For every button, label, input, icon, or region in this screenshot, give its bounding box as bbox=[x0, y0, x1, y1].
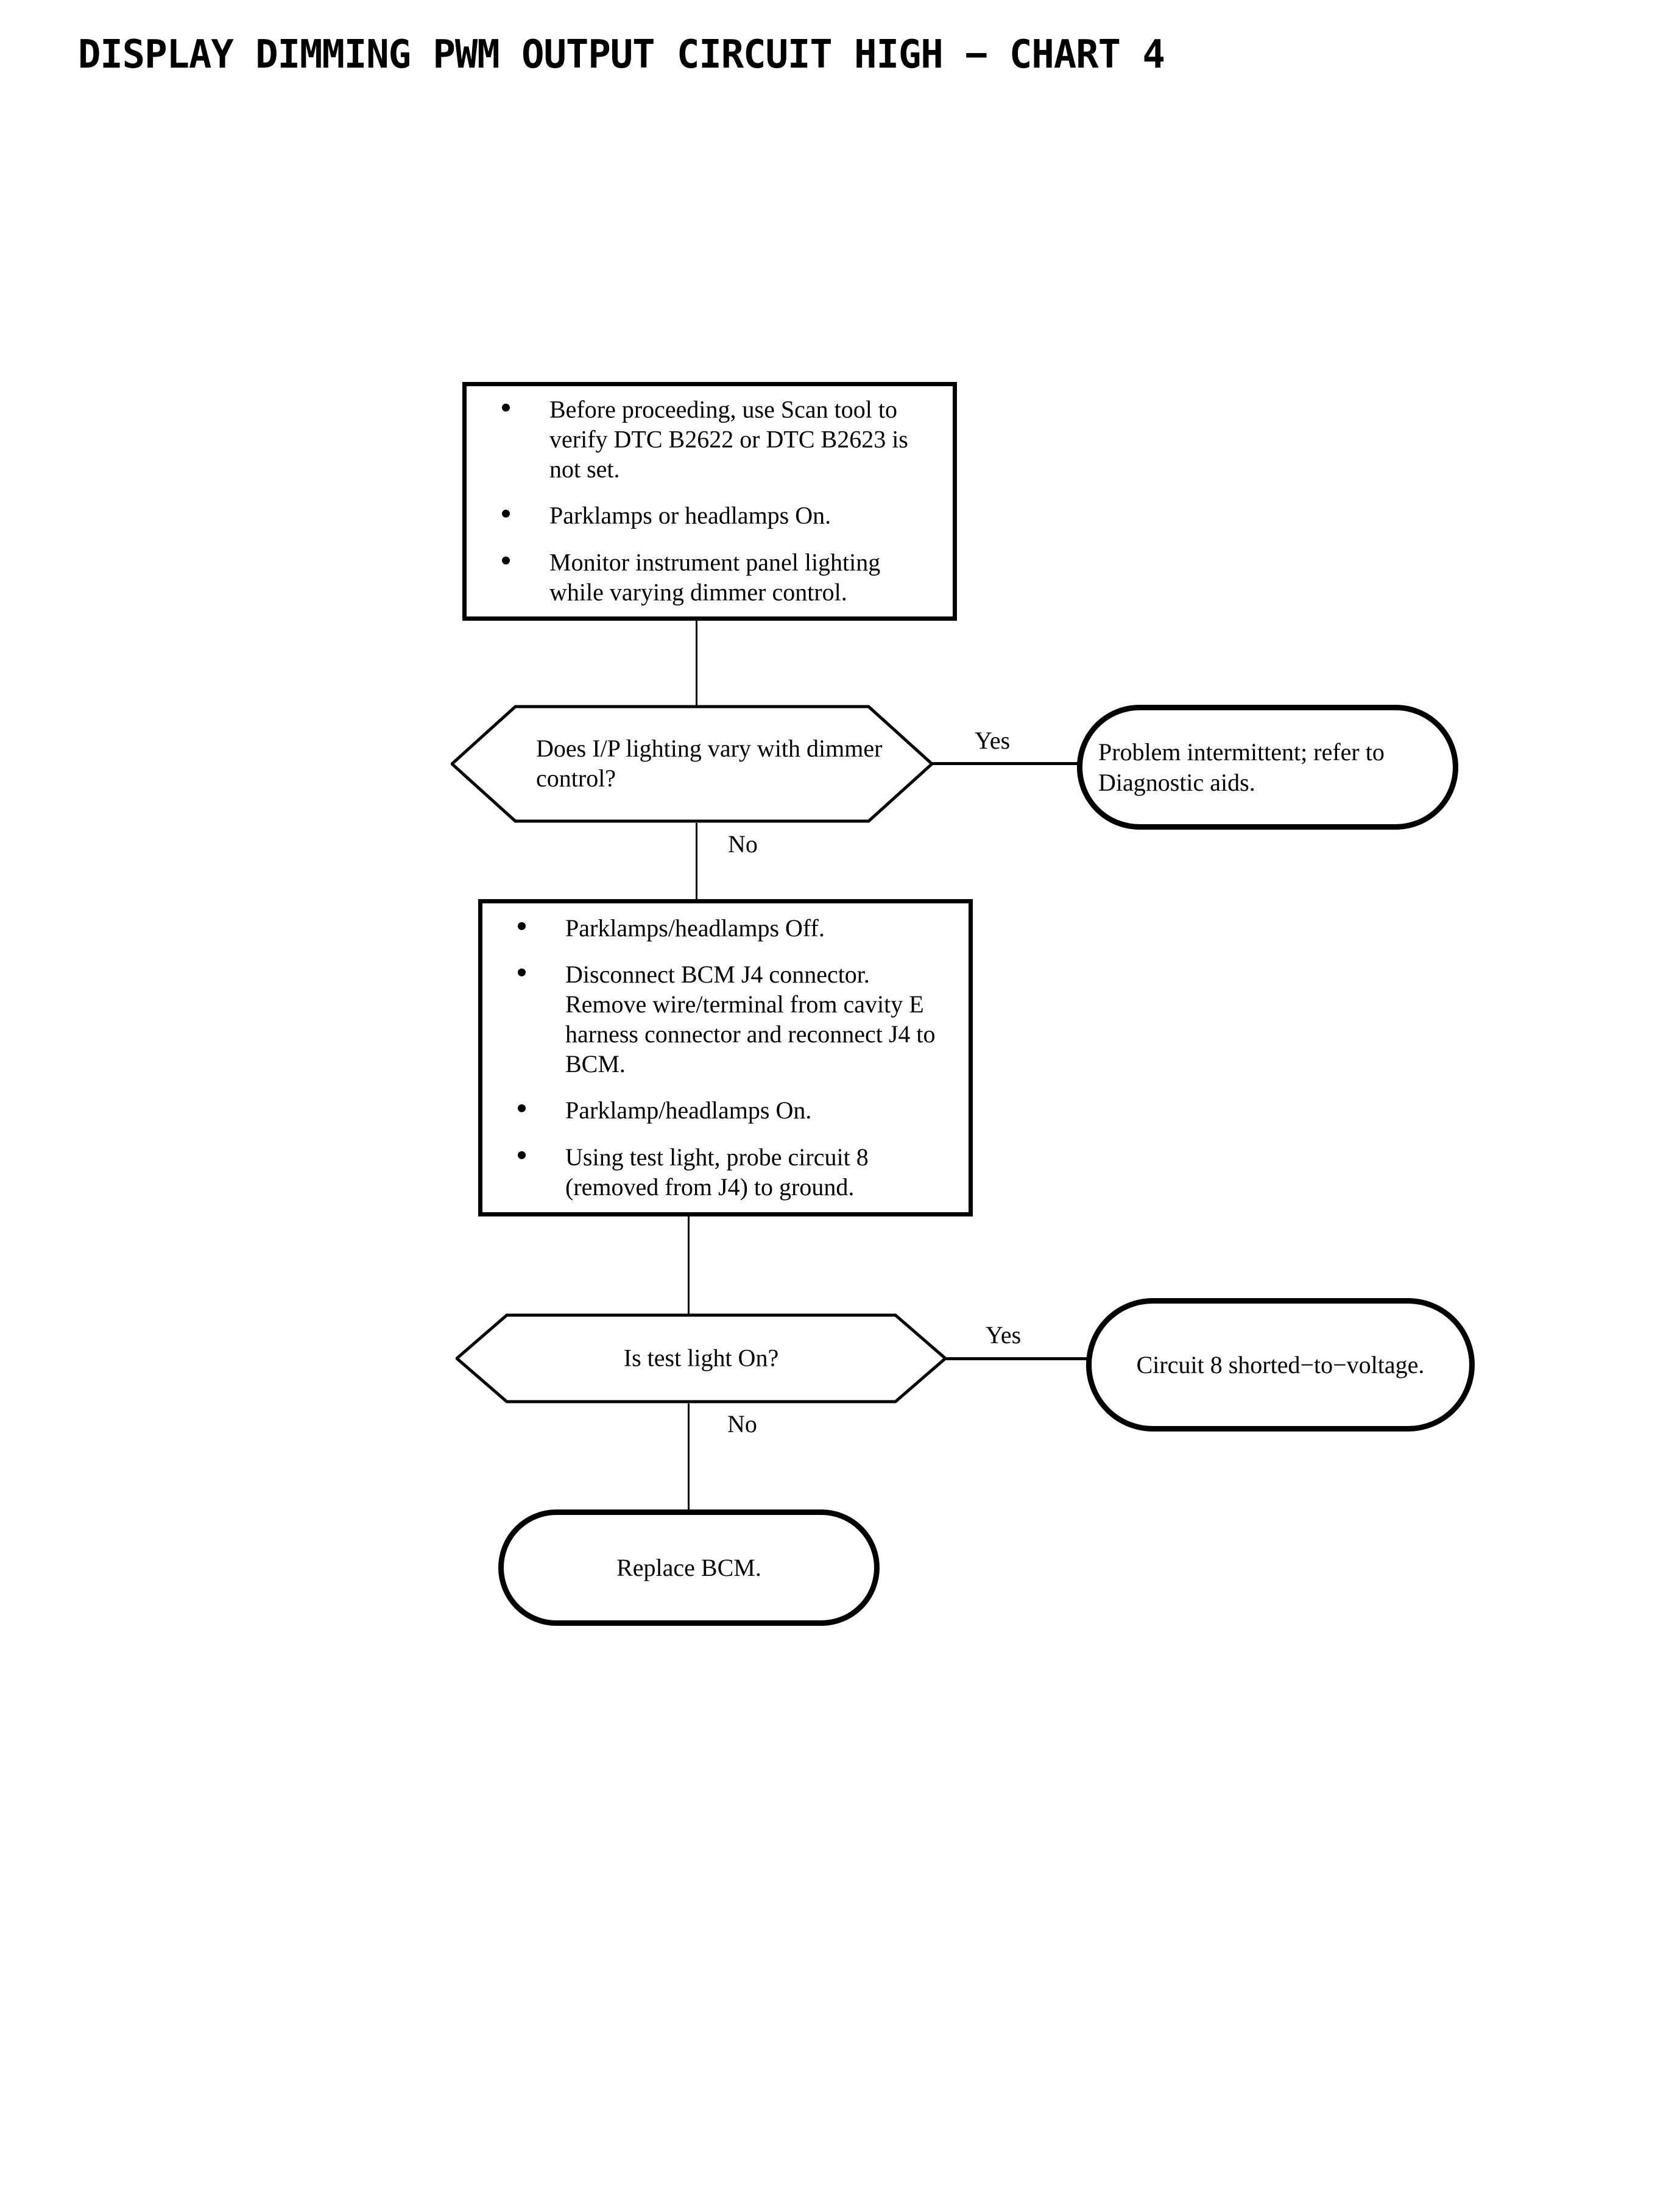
connector-decision1-yes bbox=[931, 762, 1079, 765]
bullet-icon bbox=[502, 556, 510, 565]
bullet-icon bbox=[518, 1151, 526, 1160]
connector-decision1-no bbox=[696, 823, 697, 901]
bullet-icon bbox=[502, 403, 510, 412]
branch-label-yes-2: Yes bbox=[986, 1321, 1022, 1349]
list-item-text: Parklamps/headlamps Off. bbox=[565, 914, 825, 942]
decision-2-label: Is test light On? bbox=[623, 1344, 779, 1372]
decision-1-label: Does I/P lighting vary with dimmer contr… bbox=[536, 735, 883, 792]
list-item-text: Parklamp/headlamps On. bbox=[565, 1096, 812, 1124]
connector-step2-to-decision2 bbox=[688, 1216, 690, 1316]
terminal-text: Replace BCM. bbox=[601, 1553, 777, 1583]
bullet-icon bbox=[518, 969, 526, 977]
bullet-icon bbox=[518, 1104, 526, 1113]
branch-label-no-2: No bbox=[727, 1410, 757, 1438]
outcome2-text: Circuit 8 shorted−to−voltage. bbox=[1136, 1350, 1425, 1379]
list-item-text: Disconnect BCM J4 connector. Remove wire… bbox=[565, 961, 936, 1078]
process-step2-list: Parklamps/headlamps Off. Disconnect BCM … bbox=[482, 913, 969, 1202]
process-box-step2: Parklamps/headlamps Off. Disconnect BCM … bbox=[478, 899, 973, 1216]
list-item-text: Parklamps or headlamps On. bbox=[549, 502, 831, 529]
terminal-text: Circuit 8 shorted−to−voltage. bbox=[1121, 1350, 1441, 1380]
list-item: Parklamp/headlamps On. bbox=[482, 1096, 969, 1126]
branch-label-yes-1: Yes bbox=[975, 727, 1011, 754]
list-item: Monitor instrument panel lighting while … bbox=[467, 548, 953, 608]
outcome3-text: Replace BCM. bbox=[616, 1553, 761, 1581]
bullet-icon bbox=[518, 922, 526, 930]
terminal-box-outcome3: Replace BCM. bbox=[498, 1509, 880, 1626]
list-item-text: Using test light, probe circuit 8 (remov… bbox=[565, 1143, 869, 1201]
process-step1-list: Before proceeding, use Scan tool to veri… bbox=[467, 395, 953, 608]
list-item-text: Before proceeding, use Scan tool to veri… bbox=[549, 395, 908, 483]
list-item: Parklamps/headlamps Off. bbox=[482, 913, 969, 943]
decision-hexagon-2: Is test light On? bbox=[456, 1313, 947, 1403]
list-item: Before proceeding, use Scan tool to veri… bbox=[467, 395, 953, 484]
bullet-icon bbox=[502, 510, 510, 518]
list-item: Parklamps or headlamps On. bbox=[467, 501, 953, 531]
decision-hexagon-1: Does I/P lighting vary with dimmer contr… bbox=[451, 705, 933, 823]
branch-label-no-1: No bbox=[728, 830, 758, 858]
outcome1-text: Problem intermittent; refer to Diagnosti… bbox=[1098, 738, 1385, 796]
page-title: DISPLAY DIMMING PWM OUTPUT CIRCUIT HIGH … bbox=[78, 32, 1165, 77]
list-item: Using test light, probe circuit 8 (remov… bbox=[482, 1143, 969, 1202]
list-item-text: Monitor instrument panel lighting while … bbox=[549, 548, 881, 606]
list-item: Disconnect BCM J4 connector. Remove wire… bbox=[482, 960, 969, 1079]
connector-step1-to-decision1 bbox=[696, 621, 697, 706]
terminal-box-outcome1: Problem intermittent; refer to Diagnosti… bbox=[1077, 705, 1458, 830]
connector-decision2-yes bbox=[944, 1357, 1089, 1360]
process-box-step1: Before proceeding, use Scan tool to veri… bbox=[462, 382, 957, 621]
terminal-box-outcome2: Circuit 8 shorted−to−voltage. bbox=[1086, 1298, 1475, 1432]
terminal-text: Problem intermittent; refer to Diagnosti… bbox=[1082, 737, 1453, 797]
connector-decision2-no bbox=[688, 1403, 690, 1511]
